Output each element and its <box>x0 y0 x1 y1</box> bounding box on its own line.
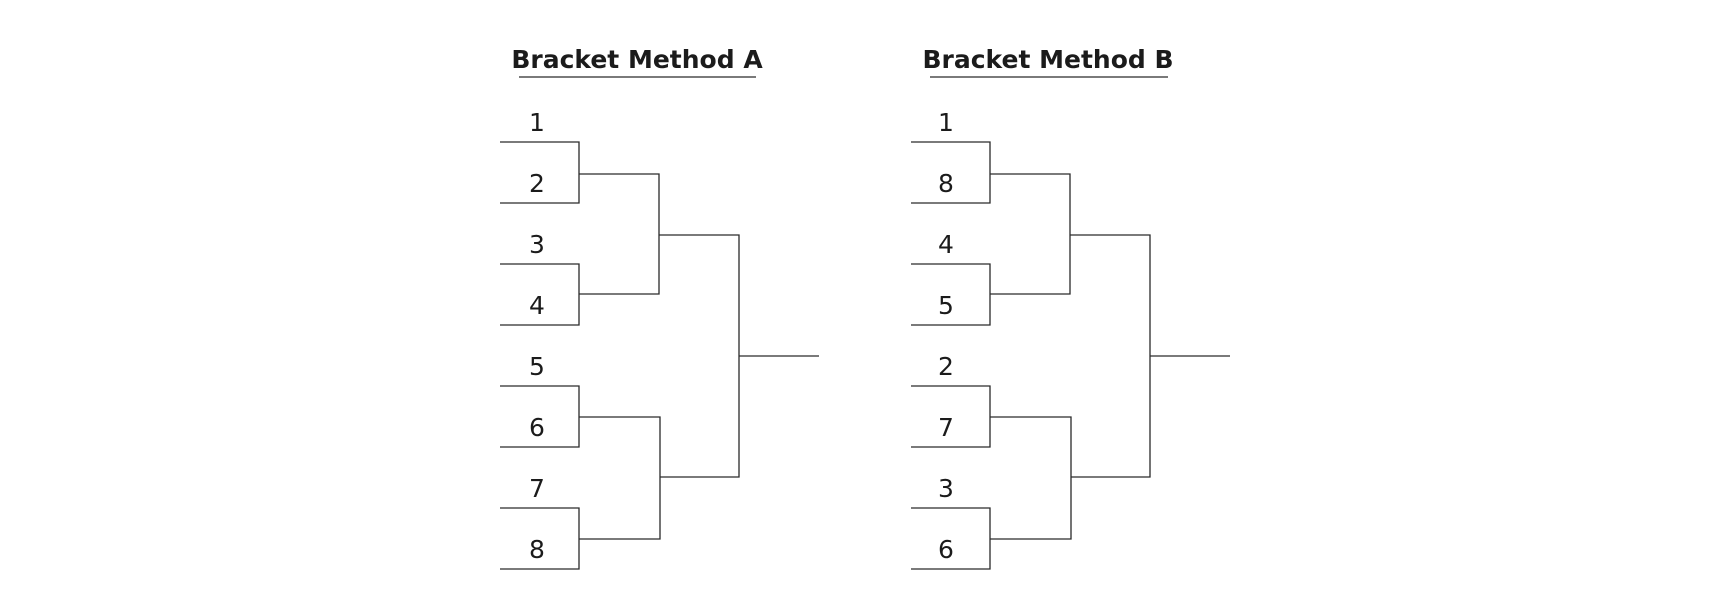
bracket-b-seed-3: 4 <box>938 230 954 259</box>
bracket-b-title: Bracket Method B <box>922 45 1173 74</box>
bracket-a: Bracket Method A 1 2 3 4 5 6 7 8 <box>500 45 819 570</box>
bracket-b-semifinal-2 <box>990 416 1072 540</box>
bracket-b-semifinal-1 <box>990 173 1071 295</box>
bracket-b-seed-4: 5 <box>938 291 954 320</box>
bracket-a-semifinal-1 <box>579 173 660 295</box>
bracket-b-seed-7: 3 <box>938 474 954 503</box>
bracket-b-match-1 <box>911 141 991 204</box>
bracket-a-seed-6: 6 <box>529 413 545 442</box>
bracket-b-seed-1: 1 <box>938 108 954 137</box>
bracket-b-final <box>1070 234 1151 478</box>
bracket-b-seed-6: 7 <box>938 413 954 442</box>
bracket-a-seed-8: 8 <box>529 535 545 564</box>
bracket-b-seed-2: 8 <box>938 169 954 198</box>
bracket-a-title: Bracket Method A <box>511 45 763 74</box>
bracket-b-seed-8: 6 <box>938 535 954 564</box>
bracket-a-seed-3: 3 <box>529 230 545 259</box>
bracket-a-match-1 <box>500 141 580 204</box>
bracket-a-seed-2: 2 <box>529 169 545 198</box>
bracket-a-final <box>659 234 740 478</box>
bracket-b: Bracket Method B 1 8 4 5 2 7 3 6 <box>911 45 1230 570</box>
bracket-a-seed-1: 1 <box>529 108 545 137</box>
bracket-a-seed-5: 5 <box>529 352 545 381</box>
bracket-b-seed-5: 2 <box>938 352 954 381</box>
bracket-a-semifinal-2 <box>579 416 661 540</box>
bracket-a-seed-7: 7 <box>529 474 545 503</box>
bracket-a-seed-4: 4 <box>529 291 545 320</box>
